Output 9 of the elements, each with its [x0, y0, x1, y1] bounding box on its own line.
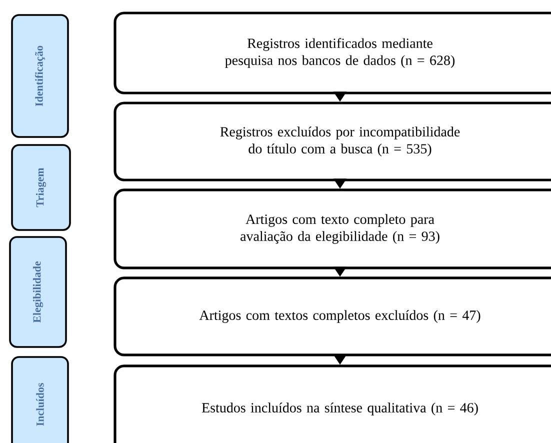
process-box: Artigos com textos completos excluídos (n = 47)	[114, 276, 551, 356]
process-box: Estudos incluídos na síntese qualitativa (n = 46)	[114, 364, 551, 443]
process-box: Registros identificados mediante pesquisa nos bancos de dados (n = 628)	[114, 12, 551, 94]
stage-tab: Triagem	[11, 144, 71, 231]
stage-tab: Incluídos	[11, 356, 69, 443]
process-box: Registros excluídos por incompatibilidade do título com a busca (n = 535)	[114, 102, 551, 182]
stage-tab: Elegibilidade	[9, 236, 67, 348]
stage-tab: Identificação	[11, 14, 69, 138]
process-box: Artigos com texto completo para avaliação da elegibilidade (n = 93)	[114, 188, 551, 270]
